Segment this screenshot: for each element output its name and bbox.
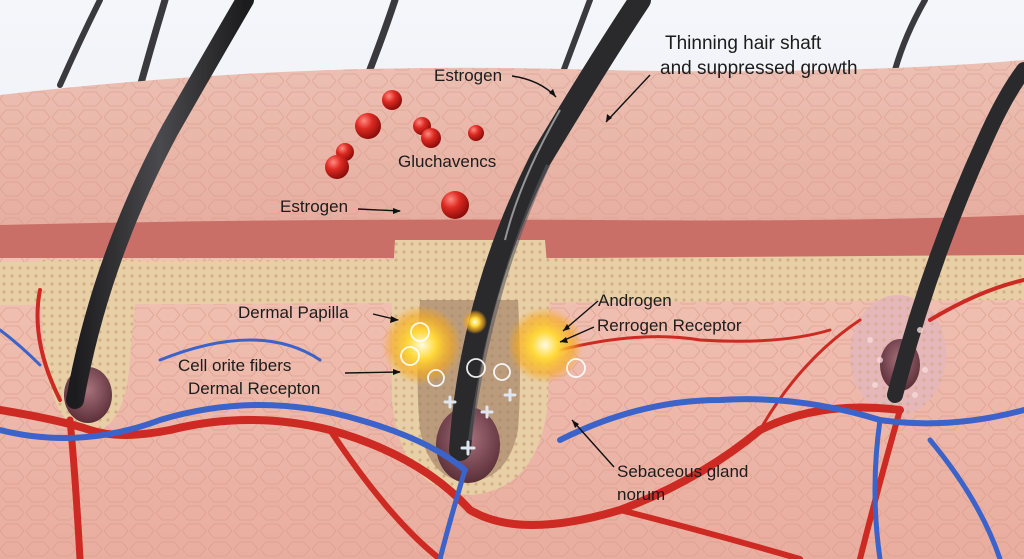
label-estrogen-left: Estrogen — [280, 197, 349, 216]
label-cell-orite-fibers: Cell orite fibers — [178, 356, 292, 375]
label-thinning-hair-line1: Thinning hair shaft — [665, 33, 822, 54]
label-norum: norum — [617, 485, 666, 504]
label-thinning-hair-line2: and suppressed growth — [660, 58, 858, 79]
label-dermal-papilla: Dermal Papilla — [238, 303, 349, 322]
annotation-arrows — [344, 74, 651, 468]
label-dermal-recepton: Dermal Recepton — [188, 379, 321, 398]
hormone-particles — [325, 90, 484, 219]
label-rerrogen-receptor: Rerrogen Receptor — [597, 316, 742, 335]
receptor-glows — [382, 305, 586, 456]
label-estrogen-top: Estrogen — [434, 66, 503, 85]
label-gluchavencs: Gluchavencs — [398, 152, 497, 171]
label-sebaceous-gland: Sebaceous gland — [617, 462, 749, 481]
label-androgen: Androgen — [598, 291, 672, 310]
